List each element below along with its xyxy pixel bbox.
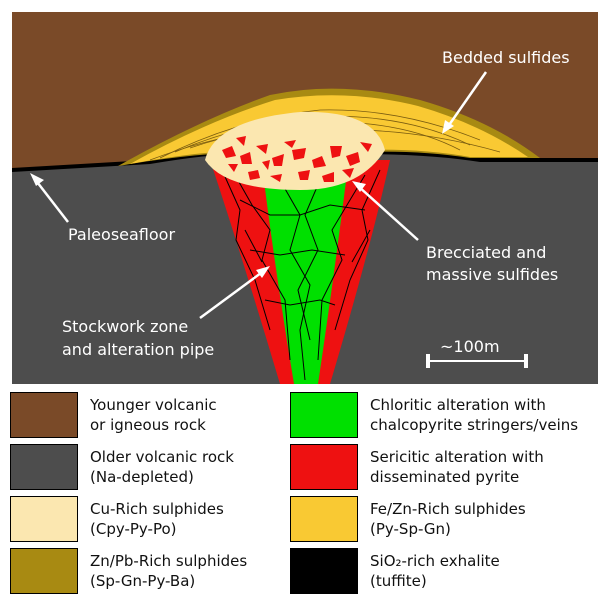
legend-swatch-sericitic [290, 444, 358, 490]
legend-swatch-older [10, 444, 78, 490]
cross-section-diagram: Bedded sulfides Paleoseafloor Brecciated… [0, 0, 602, 385]
scale-label: ~100m [440, 337, 500, 356]
legend-label-older: Older volcanic rock(Na-depleted) [90, 447, 234, 487]
legend-swatch-cu-rich [10, 496, 78, 542]
legend-label-zn-pb-rich: Zn/Pb-Rich sulphides(Sp-Gn-Py-Ba) [90, 551, 247, 591]
legend-item-cu-rich: Cu-Rich sulphides(Cpy-Py-Po) [10, 495, 224, 543]
legend-swatch-younger [10, 392, 78, 438]
label-brecciated-line1: Brecciated and [426, 243, 546, 262]
scale-tick-left [426, 354, 430, 368]
legend-item-sio2: SiO₂-rich exhalite(tuffite) [290, 547, 500, 595]
label-stockwork-line2: and alteration pipe [62, 340, 214, 359]
legend-swatch-chloritic [290, 392, 358, 438]
legend-item-zn-pb-rich: Zn/Pb-Rich sulphides(Sp-Gn-Py-Ba) [10, 547, 247, 595]
legend-label-fe-zn-rich: Fe/Zn-Rich sulphides(Py-Sp-Gn) [370, 499, 526, 539]
label-bedded-sulfides: Bedded sulfides [442, 48, 570, 67]
legend-swatch-sio2 [290, 548, 358, 594]
legend-item-older: Older volcanic rock(Na-depleted) [10, 443, 234, 491]
scale-tick-right [524, 354, 528, 368]
label-brecciated-line2: massive sulfides [426, 265, 558, 284]
legend-swatch-fe-zn-rich [290, 496, 358, 542]
label-stockwork-line1: Stockwork zone [62, 317, 188, 336]
legend-swatch-zn-pb-rich [10, 548, 78, 594]
legend-label-cu-rich: Cu-Rich sulphides(Cpy-Py-Po) [90, 499, 224, 539]
legend-label-sio2: SiO₂-rich exhalite(tuffite) [370, 551, 500, 591]
label-paleoseafloor: Paleoseafloor [68, 225, 175, 244]
legend-item-fe-zn-rich: Fe/Zn-Rich sulphides(Py-Sp-Gn) [290, 495, 526, 543]
